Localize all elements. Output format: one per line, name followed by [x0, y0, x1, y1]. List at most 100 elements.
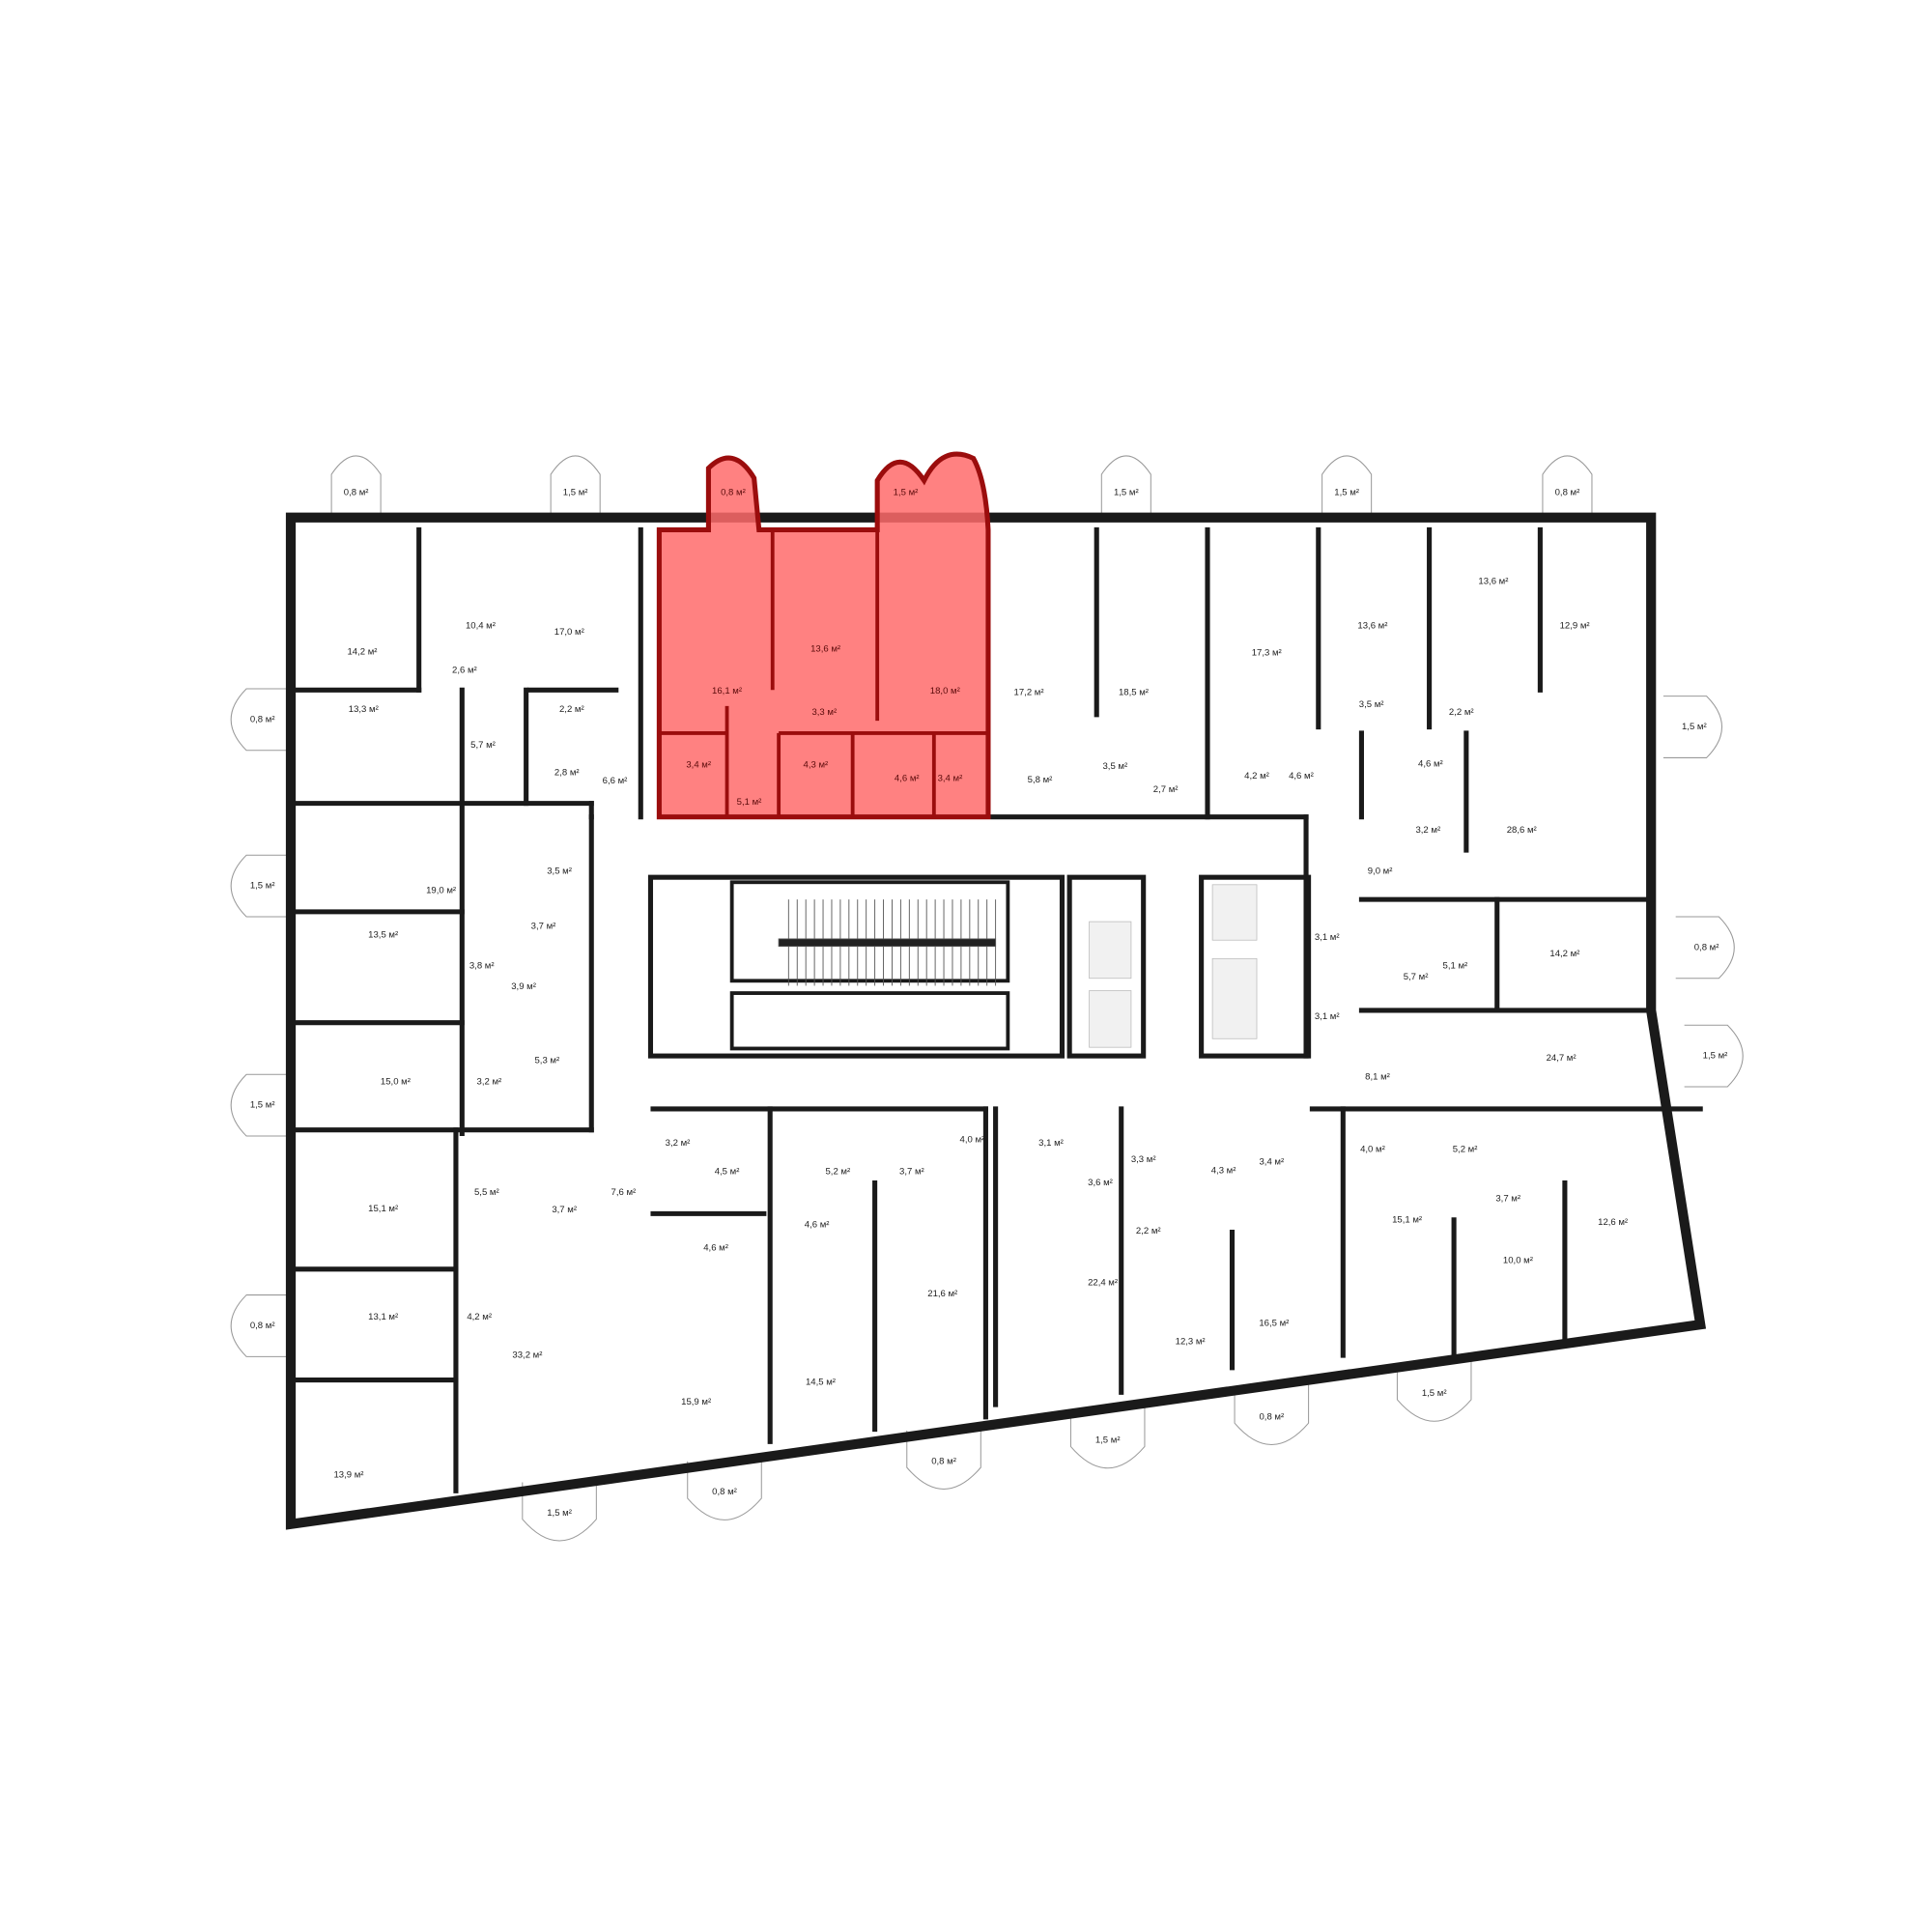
area-label: 17,2 м² — [1014, 687, 1044, 697]
area-label: 1,5 м² — [1095, 1435, 1121, 1446]
area-label: 13,6 м² — [1478, 577, 1508, 587]
area-label: 1,5 м² — [250, 1100, 275, 1111]
area-label: 0,8 м² — [1555, 488, 1580, 498]
area-label: 7,6 м² — [611, 1187, 637, 1198]
area-label: 4,6 м² — [703, 1243, 728, 1254]
elevator — [1211, 957, 1258, 1039]
area-label: 10,0 м² — [1503, 1255, 1533, 1265]
area-label: 8,1 м² — [1365, 1071, 1390, 1082]
area-label: 1,5 м² — [1682, 722, 1707, 732]
building-outline — [285, 512, 1707, 1530]
highlighted-apartment[interactable] — [656, 451, 991, 820]
area-label: 1,5 м² — [894, 488, 919, 498]
area-label: 3,5 м² — [1103, 761, 1128, 772]
balcony — [330, 455, 382, 518]
area-label: 16,1 м² — [712, 686, 742, 696]
area-label: 3,4 м² — [1259, 1156, 1284, 1167]
area-label: 0,8 м² — [1259, 1411, 1284, 1422]
area-label: 3,1 м² — [1315, 1011, 1340, 1022]
area-label: 3,7 м² — [531, 922, 556, 932]
area-label: 3,2 м² — [666, 1138, 691, 1149]
balcony — [1396, 1356, 1472, 1422]
area-label: 1,5 м² — [1334, 488, 1359, 498]
area-label: 0,8 м² — [250, 714, 275, 724]
area-label: 4,3 м² — [1211, 1165, 1236, 1176]
area-label: 13,3 м² — [349, 704, 379, 715]
interior-walls — [288, 526, 1703, 1493]
area-label: 18,0 м² — [930, 686, 960, 696]
area-label: 4,0 м² — [960, 1134, 985, 1145]
area-label: 14,2 м² — [348, 646, 378, 657]
balcony — [1675, 916, 1735, 980]
area-labels: 0,8 м² 1,5 м² 1,5 м² 1,5 м² 0,8 м² 0,8 м² 1,5 … — [250, 488, 1727, 1519]
area-label: 28,6 м² — [1507, 825, 1537, 836]
area-label: 1,5 м² — [250, 881, 275, 892]
balcony — [1100, 455, 1151, 518]
area-label: 15,0 м² — [381, 1076, 411, 1087]
area-label: 5,2 м² — [1453, 1145, 1478, 1155]
area-label: 14,2 м² — [1549, 949, 1579, 959]
area-label: 4,6 м² — [1289, 771, 1314, 781]
stairs — [778, 899, 997, 986]
area-label: 4,2 м² — [1244, 771, 1269, 781]
area-label: 3,5 м² — [1359, 699, 1384, 710]
area-label: 5,2 м² — [826, 1167, 851, 1178]
area-label: 13,1 м² — [368, 1312, 398, 1322]
area-label: 4,6 м² — [1418, 758, 1443, 769]
elevator — [1089, 990, 1132, 1048]
elevator — [1211, 884, 1258, 941]
area-label: 1,5 м² — [1422, 1388, 1447, 1399]
elevator — [1089, 921, 1132, 980]
balcony — [1684, 1024, 1744, 1088]
area-label: 17,0 м² — [554, 627, 584, 638]
balcony — [1234, 1379, 1310, 1445]
area-label: 18,5 м² — [1119, 687, 1149, 697]
area-label: 3,5 м² — [547, 866, 572, 876]
area-label: 9,0 м² — [1368, 866, 1393, 876]
area-label: 5,3 м² — [534, 1056, 559, 1066]
area-label: 3,7 м² — [1495, 1194, 1520, 1205]
area-label: 0,8 м² — [721, 488, 746, 498]
area-label: 13,5 м² — [368, 930, 398, 941]
area-label: 0,8 м² — [712, 1487, 737, 1497]
area-label: 12,6 м² — [1598, 1217, 1628, 1228]
balcony — [1069, 1403, 1146, 1469]
area-label: 3,4 м² — [686, 760, 711, 771]
area-label: 4,6 м² — [805, 1219, 830, 1230]
area-label: 2,2 м² — [1136, 1226, 1161, 1236]
area-label: 5,7 м² — [470, 740, 496, 751]
area-label: 3,1 м² — [1038, 1138, 1064, 1149]
area-label: 4,3 м² — [804, 760, 829, 771]
area-label: 5,5 м² — [474, 1187, 499, 1198]
area-label: 3,1 м² — [1315, 932, 1340, 943]
area-label: 4,2 м² — [467, 1312, 492, 1322]
area-label: 6,6 м² — [603, 776, 628, 786]
balcony — [230, 1294, 292, 1357]
balcony — [1542, 455, 1593, 518]
area-label: 17,3 м² — [1252, 648, 1282, 659]
area-label: 3,6 м² — [1088, 1178, 1113, 1188]
area-label: 15,9 м² — [681, 1397, 711, 1407]
area-label: 13,6 м² — [1357, 620, 1387, 631]
area-label: 24,7 м² — [1547, 1053, 1577, 1064]
area-label: 3,2 м² — [477, 1076, 502, 1087]
balcony — [1662, 696, 1723, 758]
balcony — [550, 455, 601, 518]
area-label: 15,1 м² — [368, 1204, 398, 1214]
area-label: 3,8 м² — [469, 961, 495, 972]
area-label: 3,3 м² — [1131, 1154, 1156, 1165]
area-label: 13,9 м² — [333, 1469, 363, 1480]
area-label: 0,8 м² — [344, 488, 369, 498]
area-label: 19,0 м² — [426, 886, 456, 896]
area-label: 1,5 м² — [1114, 488, 1139, 498]
area-label: 3,2 м² — [1415, 825, 1440, 836]
area-label: 13,6 м² — [810, 644, 840, 655]
balcony — [230, 688, 292, 752]
area-label: 1,5 м² — [1703, 1051, 1728, 1062]
area-label: 3,7 м² — [899, 1167, 924, 1178]
area-label: 2,8 м² — [554, 767, 580, 778]
area-label: 21,6 м² — [927, 1289, 957, 1299]
area-label: 5,8 м² — [1028, 775, 1053, 785]
area-label: 0,8 м² — [1694, 942, 1719, 952]
